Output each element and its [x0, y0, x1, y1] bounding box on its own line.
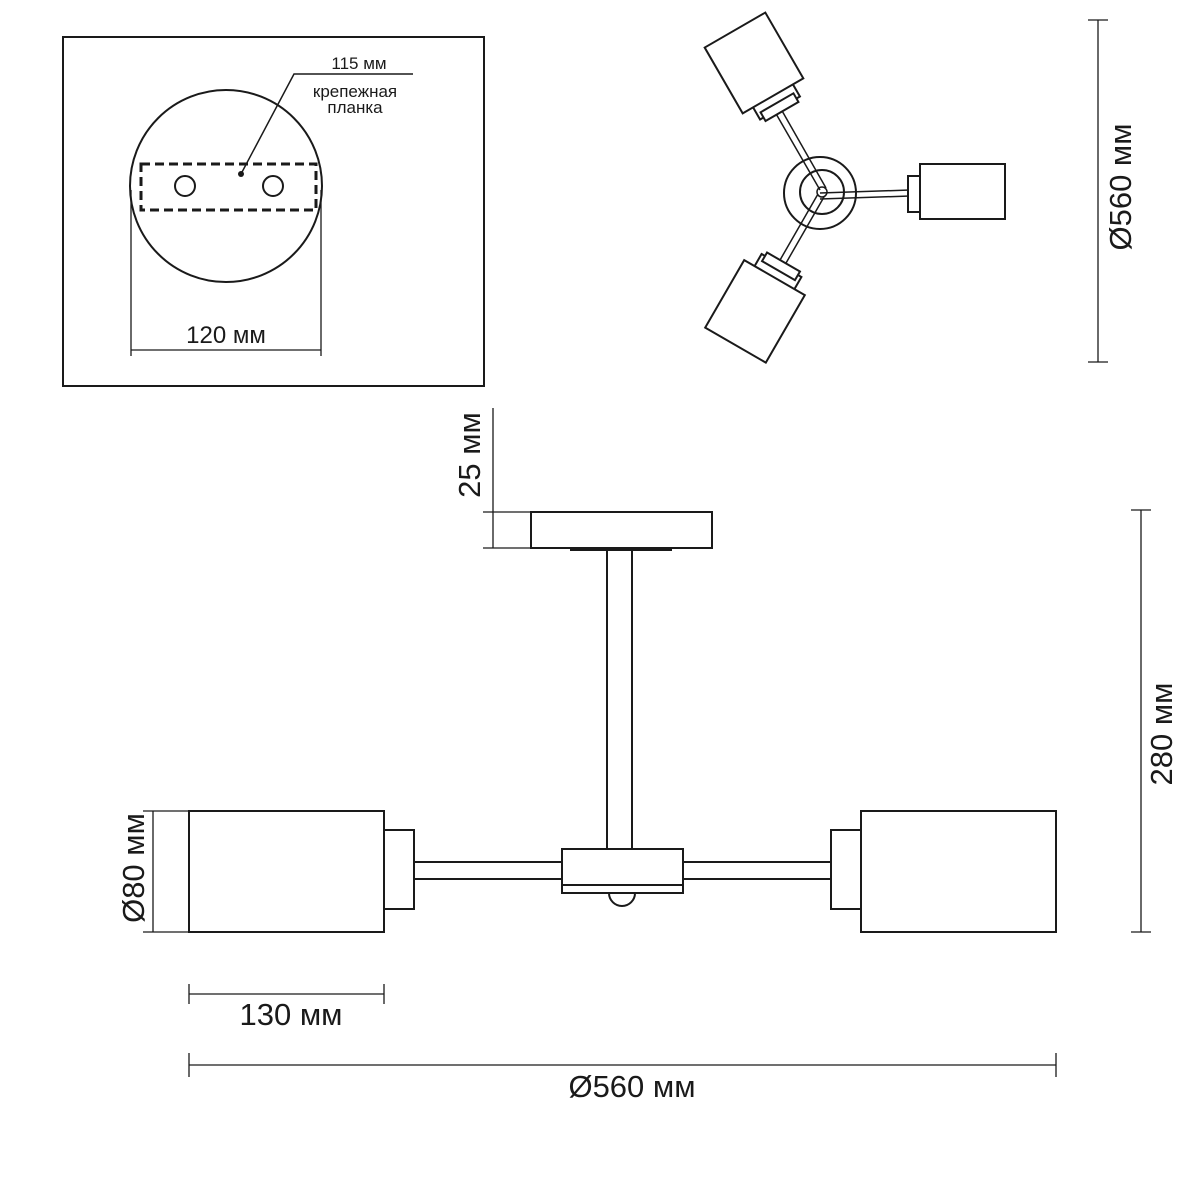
- bracket-name-line1: крепежная: [313, 82, 397, 101]
- left-socket: [383, 829, 415, 910]
- top-view-hub-center: [816, 186, 828, 198]
- shade-diameter-label: Ø80 мм: [116, 813, 151, 923]
- screw-hole-left: [174, 175, 196, 197]
- top-view-diameter-label: Ø560 мм: [1103, 123, 1138, 250]
- center-rod: [606, 549, 633, 851]
- top-view-hub-inner: [799, 169, 845, 215]
- mount-plate-frame: [62, 36, 485, 387]
- left-shade: [188, 810, 385, 933]
- top-view-shade-lower: [703, 251, 807, 365]
- right-shade: [860, 810, 1057, 933]
- left-arm: [413, 861, 565, 880]
- canopy: [530, 511, 713, 549]
- screw-hole-right: [262, 175, 284, 197]
- center-hub-base: [561, 884, 684, 894]
- bottom-finial: [607, 892, 637, 907]
- top-view-hub-outer: [783, 156, 857, 230]
- mount-plate-panel: 115 мм крепежная планка 120 мм: [62, 36, 485, 387]
- right-socket: [830, 829, 862, 910]
- top-view-arms: [771, 108, 911, 278]
- top-view: Ø560 мм: [703, 11, 1138, 365]
- overall-diameter-label: Ø560 мм: [568, 1069, 695, 1104]
- right-arm: [680, 861, 832, 880]
- mount-plate-circle: [129, 89, 323, 283]
- plate-diameter-label: 120 мм: [186, 322, 266, 349]
- canopy-height-label: 25 мм: [452, 412, 487, 498]
- top-view-shade-upper: [703, 11, 805, 123]
- bracket-width-label: 115 мм: [331, 54, 386, 73]
- mounting-bracket: [139, 162, 318, 212]
- top-view-shade-right: [907, 163, 1006, 220]
- total-height-label: 280 мм: [1144, 683, 1179, 786]
- bracket-leader-line: [240, 73, 413, 175]
- bracket-name-line2: планка: [327, 98, 383, 117]
- side-view: 25 мм 280 мм Ø80 мм 130 мм Ø560 мм: [116, 408, 1179, 1104]
- shade-length-label: 130 мм: [240, 997, 343, 1032]
